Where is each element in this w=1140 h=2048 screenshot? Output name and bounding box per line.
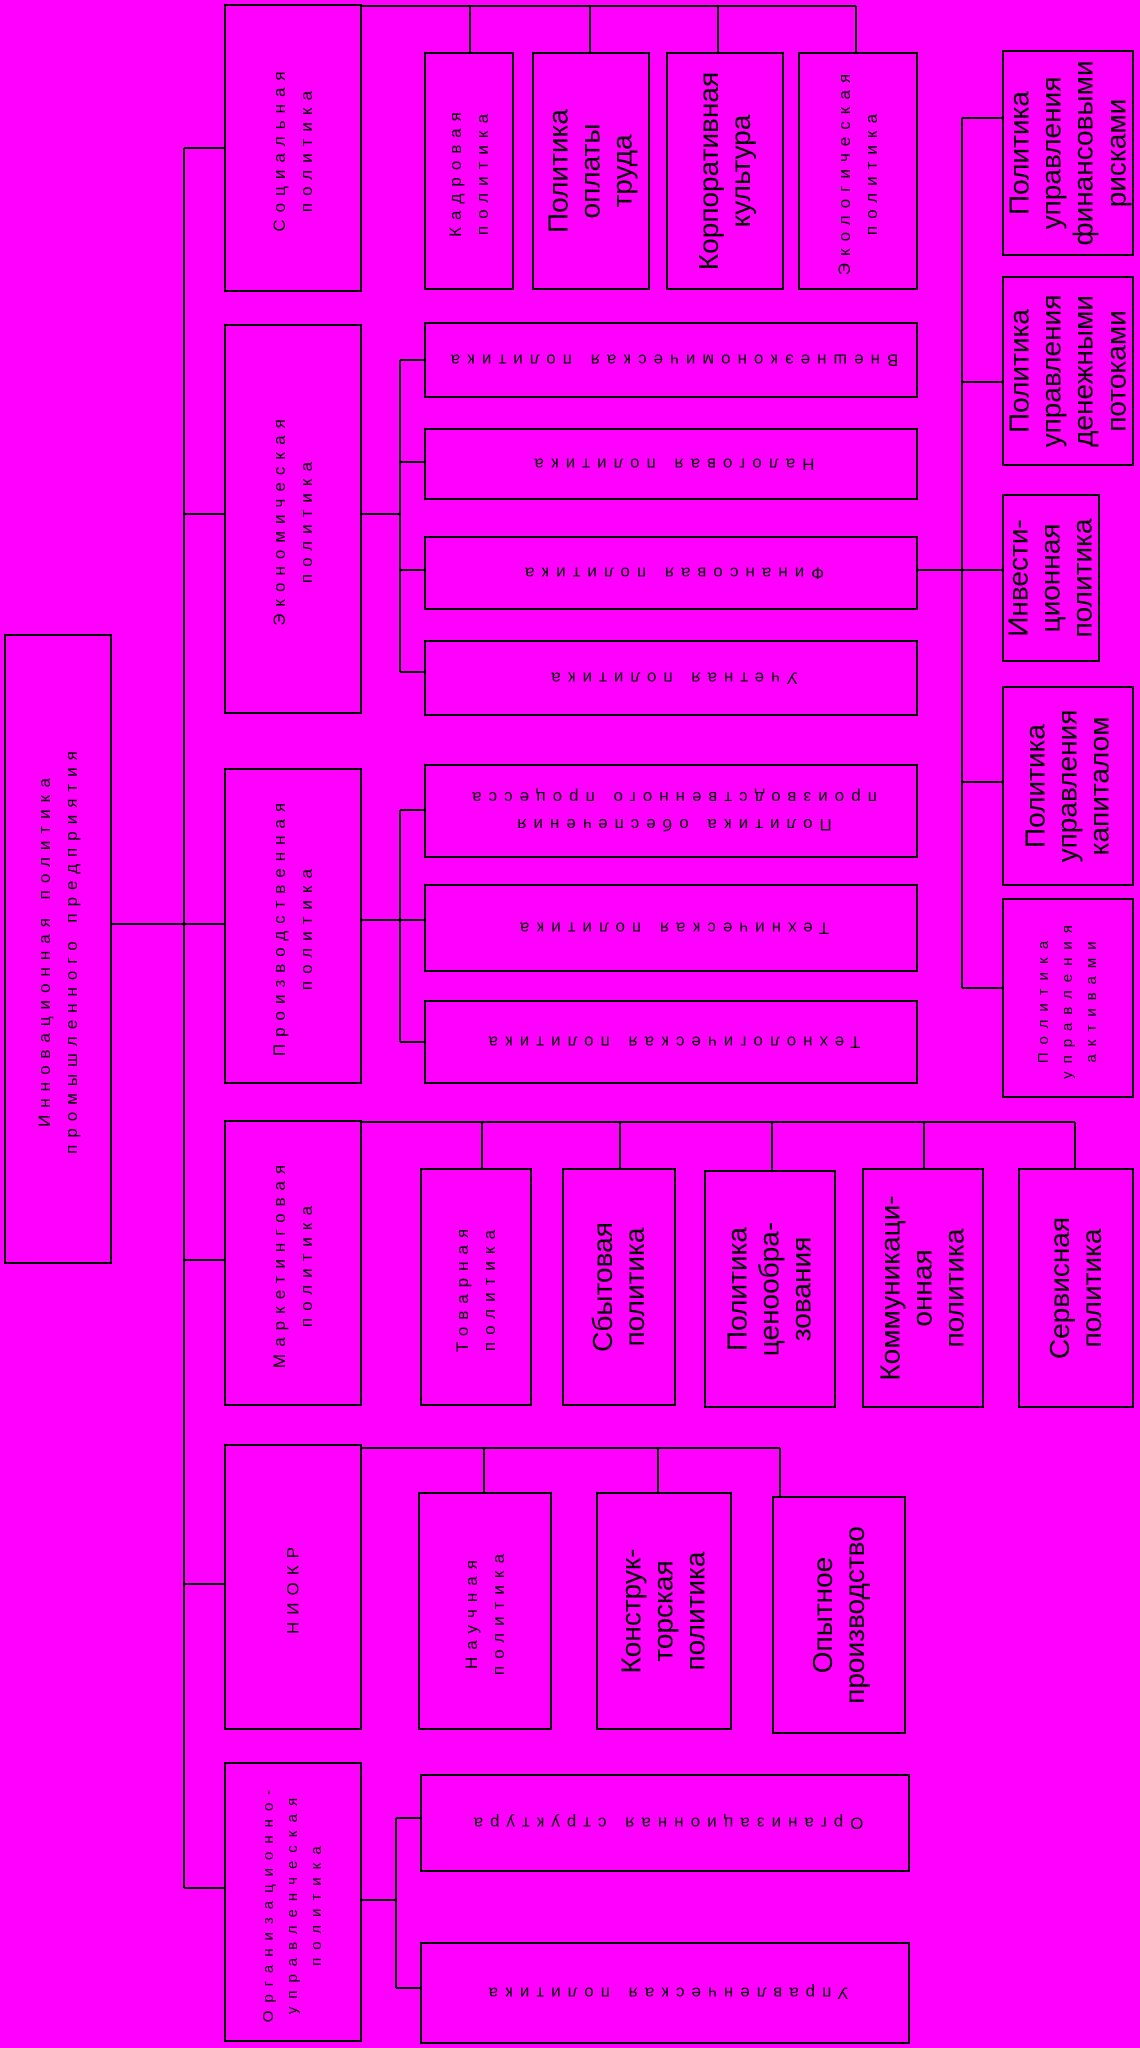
production-technological: Технологическая политика bbox=[424, 1000, 918, 1084]
economic-financial-label: Финансовая политика bbox=[517, 563, 825, 583]
financial-assets-label: Политика управления активами bbox=[1035, 917, 1100, 1079]
branch-marketing: Маркетинговая политика bbox=[224, 1120, 362, 1406]
branch-economic-label: Экономическая политика bbox=[269, 412, 316, 626]
financial-investment: Инвести- ционная политика bbox=[1002, 494, 1100, 662]
marketing-sales-label: Сбытовая политика bbox=[586, 1222, 650, 1352]
marketing-product-label: Товарная политика bbox=[452, 1221, 499, 1353]
branch-social: Социальная политика bbox=[224, 4, 362, 292]
marketing-sales: Сбытовая политика bbox=[562, 1168, 676, 1406]
production-technical-label: Техническая политика bbox=[512, 918, 830, 938]
social-personnel-label: Кадровая политика bbox=[445, 105, 492, 237]
rnd-pilot-label: Опытное производство bbox=[806, 1526, 870, 1704]
branch-org: Организационно- управленческая политика bbox=[224, 1762, 362, 2042]
rnd-scientific: Научная политика bbox=[418, 1492, 552, 1730]
root-node: Инновационная политика промышленного пре… bbox=[4, 634, 112, 1264]
marketing-pricing: Политика ценообра- зования bbox=[704, 1170, 836, 1408]
social-wages-label: Политика оплаты труда bbox=[542, 109, 639, 233]
financial-investment-label: Инвести- ционная политика bbox=[1002, 518, 1099, 638]
economic-tax-label: Налоговая политика bbox=[527, 454, 815, 474]
branch-social-label: Социальная политика bbox=[269, 64, 316, 232]
economic-foreign-label: Внешнеэкономическая политика bbox=[443, 350, 899, 370]
social-wages: Политика оплаты труда bbox=[532, 52, 650, 290]
org-structure: Организационная структура bbox=[420, 1774, 910, 1872]
economic-foreign: Внешнеэкономическая политика bbox=[424, 322, 918, 398]
org-structure-label: Организационная структура bbox=[466, 1813, 864, 1833]
social-ecological-label: Экологическая политика bbox=[834, 66, 881, 276]
branch-production-label: Производственная политика bbox=[269, 795, 316, 1057]
production-support-label: Политика обеспечения производственного п… bbox=[465, 788, 877, 835]
social-corporate: Корпоративная культура bbox=[666, 52, 784, 290]
org-managerial: Управленческая политика bbox=[420, 1942, 910, 2044]
marketing-communication-label: Коммуникаци- онная политика bbox=[874, 1195, 971, 1381]
branch-org-label: Организационно- управленческая политика bbox=[260, 1781, 325, 2023]
economic-accounting-label: Учетная политика bbox=[544, 668, 798, 688]
branch-rnd: НИОКР bbox=[224, 1444, 362, 1730]
root-label: Инновационная политика промышленного пре… bbox=[34, 744, 81, 1154]
rnd-pilot: Опытное производство bbox=[772, 1496, 906, 1734]
financial-cashflow: Политика управления денежными потоками bbox=[1002, 276, 1134, 466]
production-support: Политика обеспечения производственного п… bbox=[424, 764, 918, 858]
production-technical: Техническая политика bbox=[424, 884, 918, 972]
org-managerial-label: Управленческая политика bbox=[481, 1983, 849, 2003]
marketing-service-label: Сервисная политика bbox=[1043, 1216, 1107, 1360]
marketing-service: Сервисная политика bbox=[1018, 1168, 1134, 1408]
financial-assets: Политика управления активами bbox=[1002, 898, 1134, 1098]
marketing-communication: Коммуникаци- онная политика bbox=[862, 1168, 984, 1408]
social-personnel: Кадровая политика bbox=[424, 52, 514, 290]
financial-risks-label: Политика управления финансовыми рисками bbox=[1003, 60, 1132, 246]
social-corporate-label: Корпоративная культура bbox=[692, 71, 756, 271]
marketing-product: Товарная политика bbox=[420, 1168, 532, 1406]
branch-marketing-label: Маркетинговая политика bbox=[269, 1157, 316, 1369]
economic-financial: Финансовая политика bbox=[424, 536, 918, 610]
rnd-scientific-label: Научная политика bbox=[461, 1546, 508, 1676]
financial-capital: Политика управления капиталом bbox=[1002, 686, 1134, 886]
production-technological-label: Технологическая политика bbox=[481, 1032, 861, 1052]
rnd-design-label: Конструк- торская политика bbox=[615, 1548, 712, 1674]
rnd-design: Конструк- торская политика bbox=[596, 1492, 732, 1730]
economic-tax: Налоговая политика bbox=[424, 428, 918, 500]
financial-cashflow-label: Политика управления денежными потоками bbox=[1003, 294, 1132, 448]
branch-production: Производственная политика bbox=[224, 768, 362, 1084]
financial-risks: Политика управления финансовыми рисками bbox=[1002, 50, 1134, 256]
financial-capital-label: Политика управления капиталом bbox=[1019, 709, 1116, 863]
branch-economic: Экономическая политика bbox=[224, 324, 362, 714]
marketing-pricing-label: Политика ценообра- зования bbox=[721, 1221, 818, 1357]
branch-rnd-label: НИОКР bbox=[283, 1540, 303, 1634]
social-ecological: Экологическая политика bbox=[798, 52, 918, 290]
economic-accounting: Учетная политика bbox=[424, 640, 918, 716]
